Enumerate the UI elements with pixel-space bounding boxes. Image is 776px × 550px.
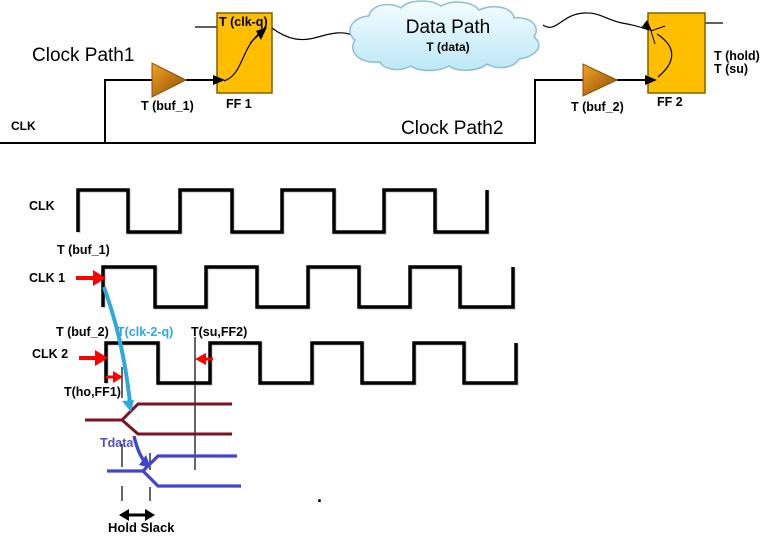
clk2-waveform: [104, 341, 518, 385]
clk-waveform-label: CLK: [29, 199, 55, 213]
clk-source-label: CLK: [11, 119, 36, 133]
clk-2-q-annotation: T(clk-2-q): [117, 325, 174, 339]
ff1-clock-input-arrow-icon: [213, 75, 225, 85]
cloud-to-ff2-wire: [542, 12, 650, 31]
buf2-delay-annotation: T (buf_2): [56, 325, 109, 339]
clk1-waveform-label: CLK 1: [29, 271, 66, 285]
clk1-edge-arrow: [76, 270, 106, 286]
ff2-label: FF 2: [657, 95, 683, 109]
hold-slack-arrow: [119, 509, 155, 521]
ff2-hold-time-label: T (hold): [714, 49, 760, 63]
setup-ff2-annotation: T(su,FF2): [191, 325, 248, 339]
tdata-delay-arrow: [132, 435, 151, 468]
clk1-waveform: [101, 265, 515, 309]
ff1-clk-q-delay-label: T (clk-q): [219, 15, 268, 29]
buf1-delay-annotation: T (buf_1): [57, 243, 110, 257]
buffer1-triangle: [151, 62, 188, 98]
ff1-box: [216, 12, 273, 94]
ff2-input-data-waveform: [107, 454, 241, 488]
hold-slack-label: Hold Slack: [108, 520, 175, 535]
tdata-annotation: Tdata: [100, 436, 134, 450]
ff1-label: FF 1: [226, 97, 252, 111]
clk2-edge-arrow: [79, 350, 108, 366]
clk-waveform: [76, 188, 489, 234]
clk-to-q-delay-arrow: [102, 286, 134, 412]
clk2-waveform-label: CLK 2: [32, 347, 69, 361]
buffer2-delay-label: T (buf_2): [571, 100, 624, 114]
data-path-cloud-title: Data Path: [405, 17, 491, 38]
ff2-box: [647, 12, 706, 94]
hold-ff1-annotation: T(ho,FF1): [64, 385, 121, 399]
buffer2-triangle: [582, 63, 619, 97]
data-path-cloud: [349, 0, 540, 72]
clock-path1-label: Clock Path1: [32, 45, 135, 66]
setup-time-arrow: [195, 353, 213, 365]
ff1-output-data-waveform: [85, 402, 232, 436]
ff1-to-cloud-wire: [271, 27, 353, 41]
ff2-clock-input-arrow-icon: [645, 75, 657, 85]
ff1-clk-to-q-curve: [223, 27, 267, 82]
buffer1-delay-label: T (buf_1): [141, 99, 194, 113]
clk-distribution-wire: [0, 79, 647, 144]
clock-path2-label: Clock Path2: [401, 118, 504, 139]
stray-period-mark: .: [317, 486, 323, 506]
data-path-delay-label: T (data): [426, 40, 470, 54]
ff2-setup-time-label: T (su): [714, 62, 749, 76]
hold-time-arrow: [106, 371, 123, 383]
